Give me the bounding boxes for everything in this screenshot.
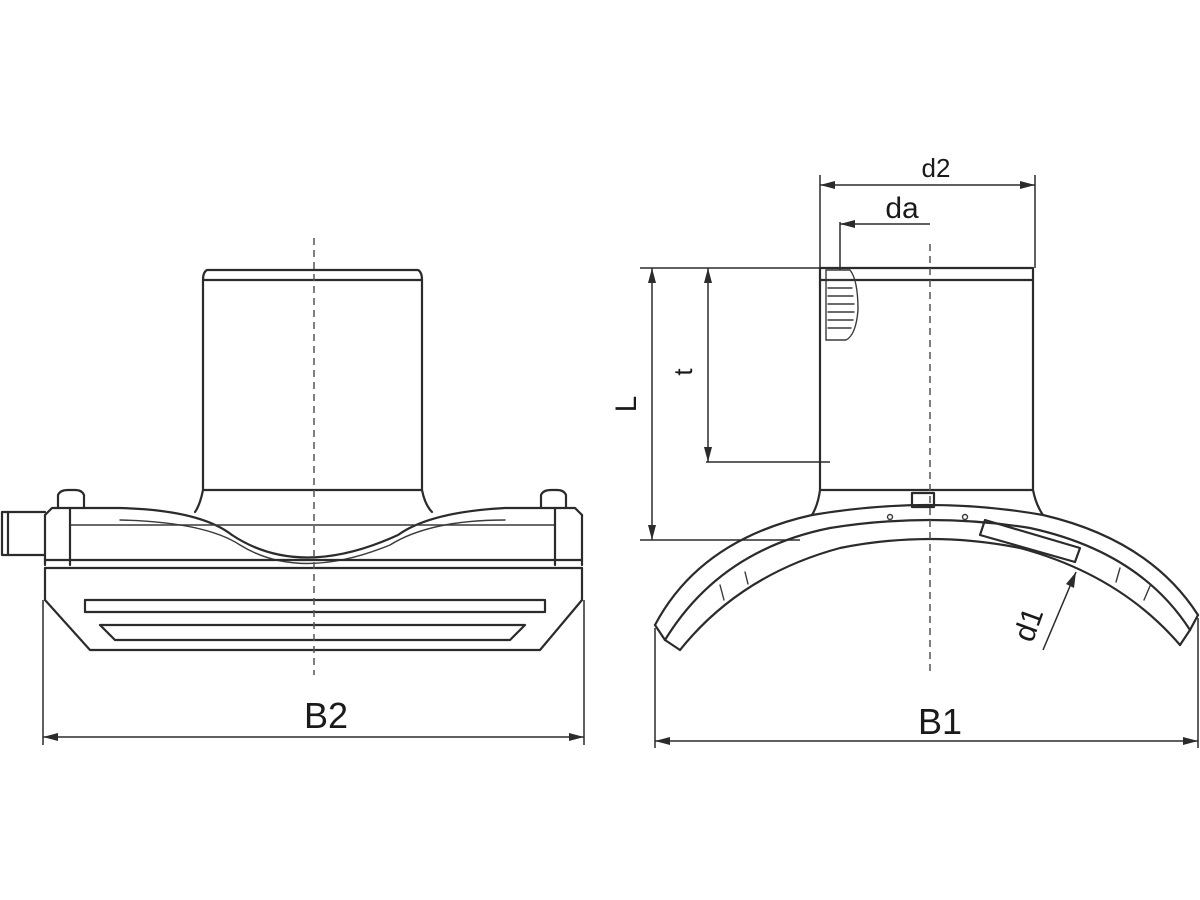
t-dimension xyxy=(704,268,830,463)
da-label: da xyxy=(885,192,919,225)
side-saddle-inner xyxy=(678,537,1182,652)
side-saddle-marks xyxy=(719,513,1151,601)
front-skirt xyxy=(43,566,584,652)
front-saddle-inner-curve xyxy=(119,519,506,565)
front-body-sides xyxy=(43,506,584,567)
side-saddle-outer xyxy=(653,503,1200,627)
side-bore-hatch-lines xyxy=(827,279,855,329)
front-terminal-left xyxy=(0,488,86,557)
b1-label: B1 xyxy=(918,701,962,742)
side-neck xyxy=(810,481,1045,517)
side-view: d2 da L t d1 xyxy=(610,153,1200,748)
side-saddle-ends xyxy=(653,613,1200,652)
side-spigot xyxy=(818,266,1035,485)
l-dimension xyxy=(640,267,820,541)
b2-label: B2 xyxy=(304,695,348,736)
d1-label: d1 xyxy=(1008,603,1050,646)
da-dimension xyxy=(839,220,930,270)
b1-dimension xyxy=(654,618,1199,748)
front-terminal-right xyxy=(539,488,568,510)
d2-dimension xyxy=(819,175,1036,268)
front-view: B2 xyxy=(0,238,585,745)
front-spigot xyxy=(201,268,424,485)
d1-dimension xyxy=(1042,571,1077,651)
side-fusion-indicator xyxy=(910,491,936,509)
l-label: L xyxy=(610,396,643,413)
side-connector-box xyxy=(978,518,1082,564)
b2-dimension xyxy=(42,600,585,745)
d2-label: d2 xyxy=(922,153,951,183)
front-saddle-top xyxy=(43,506,584,559)
side-bore-hatch xyxy=(825,269,859,341)
t-label: t xyxy=(668,368,698,376)
front-neck xyxy=(193,481,434,514)
